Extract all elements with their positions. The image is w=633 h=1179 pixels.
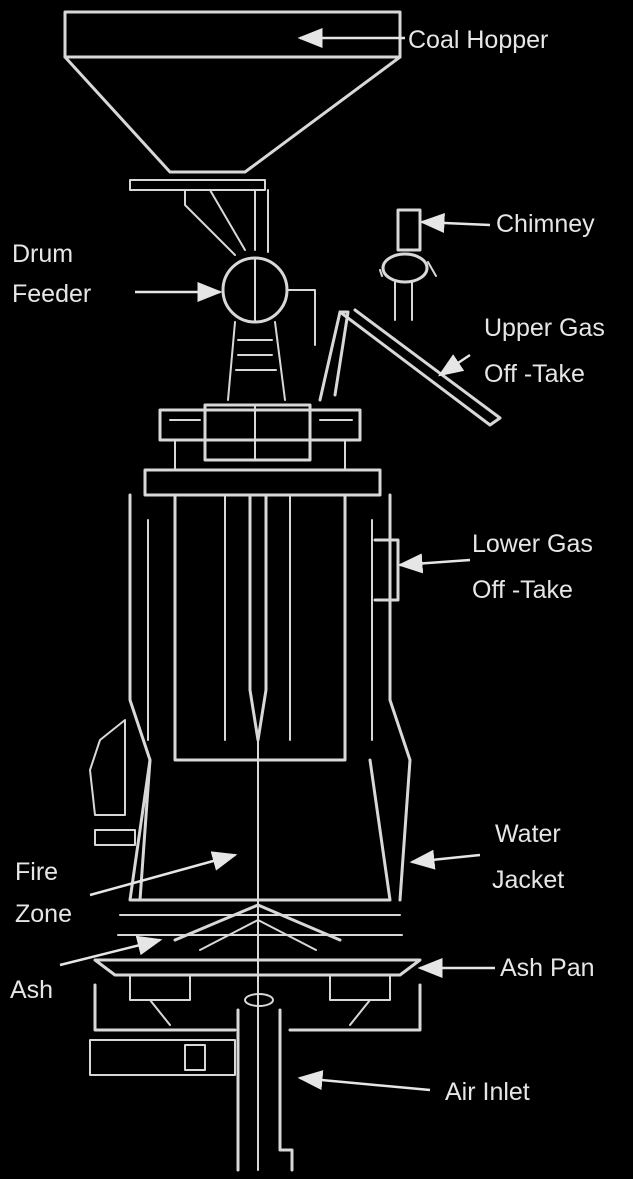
label-drum: Drum xyxy=(12,240,73,268)
label-fire: Fire xyxy=(15,858,58,886)
label-ash: Ash xyxy=(10,976,53,1004)
label-jacket: Jacket xyxy=(492,866,564,894)
leader-arrows xyxy=(59,28,495,1092)
main-shell xyxy=(128,468,412,1171)
upper-gas-offtake-pipe xyxy=(318,308,502,427)
water-jacket-arrow xyxy=(409,849,481,870)
chimney-arrow xyxy=(419,213,491,233)
label-zone: Zone xyxy=(15,900,72,928)
label-upper-offtake: Off -Take xyxy=(484,360,585,388)
label-lower-gas: Lower Gas xyxy=(472,530,593,558)
chimney xyxy=(379,208,437,321)
label-lower-offtake: Off -Take xyxy=(472,576,573,604)
label-ash-pan: Ash Pan xyxy=(500,954,595,982)
left-fittings xyxy=(89,719,136,846)
air-inlet-arrow xyxy=(297,1070,431,1092)
label-coal-hopper: Coal Hopper xyxy=(408,26,548,54)
label-air-inlet: Air Inlet xyxy=(445,1078,530,1106)
coal-hopper xyxy=(63,10,402,256)
air-inlet-pipe xyxy=(236,993,294,1172)
ash-arrow xyxy=(59,935,163,967)
label-chimney: Chimney xyxy=(496,210,595,238)
drum-feeder xyxy=(221,256,316,401)
fire-zone-chamber xyxy=(117,758,403,951)
fire-zone-arrow xyxy=(89,851,238,897)
ash-pan xyxy=(89,958,422,1076)
lower-gas-arrow xyxy=(397,553,471,574)
label-upper-gas: Upper Gas xyxy=(484,314,605,342)
top-cover xyxy=(158,403,362,471)
label-water: Water xyxy=(495,820,561,848)
upper-gas-arrow xyxy=(437,353,471,377)
label-feeder: Feeder xyxy=(12,280,91,308)
